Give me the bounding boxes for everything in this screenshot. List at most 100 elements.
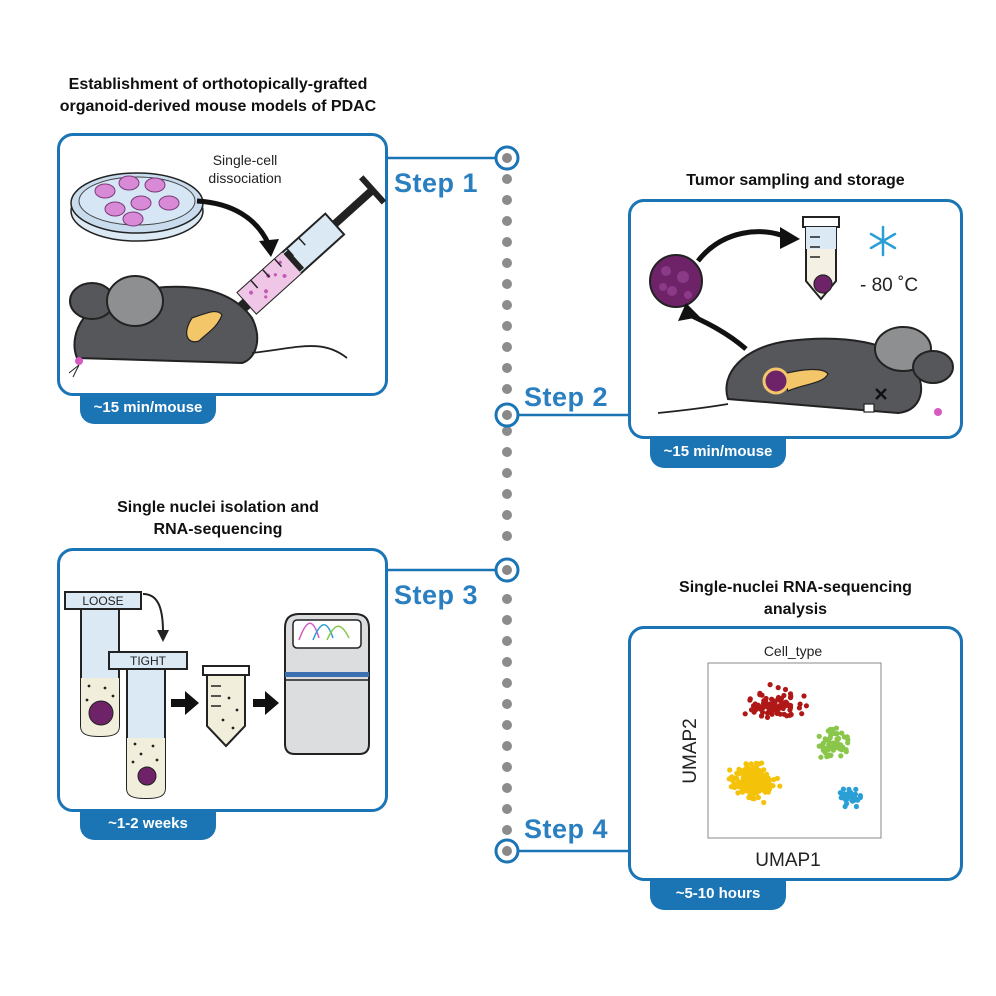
umap-point-red [753, 702, 759, 708]
umap-point-red [759, 713, 765, 719]
umap-point-yellow [744, 771, 750, 777]
umap-point-green [843, 747, 849, 753]
umap-point-yellow [753, 760, 759, 766]
umap-point-yellow [756, 768, 762, 774]
umap-point-green [834, 743, 841, 749]
arrow-icon [253, 691, 279, 715]
umap-point-yellow [777, 783, 783, 789]
umap-point-red [803, 703, 809, 709]
umap-point-yellow [727, 767, 733, 773]
timeline-dot [502, 384, 512, 394]
step1-label: Step 1 [394, 168, 479, 198]
umap-point-green [823, 737, 829, 743]
step4-title-line1: Single-nuclei RNA-sequencing [679, 579, 912, 596]
umap-point-yellow [743, 781, 749, 787]
temperature-label: - 80 ˚C [860, 275, 918, 296]
umap-point-yellow [745, 765, 751, 771]
umap-point-yellow [753, 787, 759, 793]
umap-point-red [775, 685, 781, 691]
timeline-dot [502, 804, 512, 814]
umap-point-blue [853, 803, 859, 810]
umap-ylabel: UMAP2 [680, 718, 701, 783]
step4-label: Step 4 [524, 814, 609, 844]
timeline-dot [502, 678, 512, 688]
timeline-dot [502, 762, 512, 772]
step3-panel: LOOSE TIGHT [57, 548, 388, 812]
arrow-icon [196, 198, 279, 257]
umap-point-blue [847, 793, 854, 799]
umap-point-yellow [738, 780, 744, 786]
umap-point-yellow [735, 790, 741, 796]
umap-point-red [801, 693, 807, 699]
dissociation-note-line1: Single-cell [213, 152, 278, 168]
umap-point-red [742, 711, 748, 717]
step3-title-line2: RNA-sequencing [153, 521, 283, 538]
step4-title-line2: analysis [763, 601, 828, 618]
timeline-dot [502, 195, 512, 205]
step1-panel: Single-cell dissociation [57, 133, 388, 396]
timeline-dot [502, 531, 512, 541]
umap-point-blue [853, 796, 859, 802]
umap-point-red [775, 694, 782, 701]
step2-title: Tumor sampling and storage [686, 172, 905, 189]
timeline-dots [502, 174, 512, 835]
umap-point-green [824, 754, 830, 760]
timeline-dot [502, 720, 512, 730]
tumor-icon [649, 254, 703, 308]
timeline-dot [502, 363, 512, 373]
step1-title-line1: Establishment of orthotopically-grafted [68, 76, 368, 93]
umap-point-blue [840, 786, 846, 792]
umap-point-yellow [740, 785, 746, 791]
umap-point-yellow [774, 775, 780, 781]
umap-point-red [767, 682, 773, 688]
umap-point-yellow [761, 767, 767, 773]
timeline-dot [502, 216, 512, 226]
umap-point-blue [839, 791, 845, 797]
umap-point-yellow [732, 783, 738, 789]
umap-point-blue [857, 794, 863, 801]
umap-point-green [828, 732, 834, 738]
arrow-icon [678, 227, 800, 351]
umap-point-red [764, 701, 770, 707]
umap-point-red [788, 693, 794, 699]
umap-point-red [764, 714, 771, 720]
timeline-node-3 [494, 557, 520, 583]
umap-point-red [788, 711, 794, 718]
umap-point-red [747, 696, 753, 702]
tube-tight-label: TIGHT [130, 654, 167, 668]
umap-point-yellow [735, 771, 742, 777]
umap-point-green [845, 740, 851, 746]
umap-point-green [839, 730, 845, 736]
step4-title: Single-nuclei RNA-sequencing analysis [628, 577, 963, 621]
umap-point-green [826, 746, 832, 753]
timeline-dot [502, 468, 512, 478]
step1-title-line2: organoid-derived mouse models of PDAC [59, 98, 377, 115]
umap-point-blue [849, 797, 855, 803]
timeline-dot [502, 300, 512, 310]
umap-point-blue [853, 786, 859, 792]
tube-loose-label: LOOSE [82, 594, 123, 608]
timeline-node-2 [494, 402, 520, 428]
umap-point-red [799, 711, 805, 717]
umap-point-red [758, 706, 764, 712]
step3-title-line1: Single nuclei isolation and [117, 499, 319, 516]
petri-dish-icon [70, 172, 204, 242]
timeline-dot [502, 279, 512, 289]
mouse-icon [68, 275, 348, 378]
timeline-dot [502, 783, 512, 793]
umap-point-yellow [755, 778, 761, 785]
timeline-dot [502, 489, 512, 499]
dissociation-note-line2: dissociation [208, 170, 281, 186]
umap-point-green [818, 754, 824, 760]
step2-duration-badge: ~15 min/mouse [650, 436, 786, 468]
umap-point-red [769, 696, 775, 702]
falcon-tube-icon [202, 665, 250, 748]
timeline-dot [502, 510, 512, 520]
umap-point-yellow [750, 775, 756, 781]
step2-panel: - 80 ˚C [628, 199, 963, 439]
step1-duration-badge: ~15 min/mouse [80, 392, 216, 424]
umap-point-yellow [764, 783, 770, 789]
umap-point-blue [840, 795, 847, 801]
umap-points [726, 682, 863, 810]
